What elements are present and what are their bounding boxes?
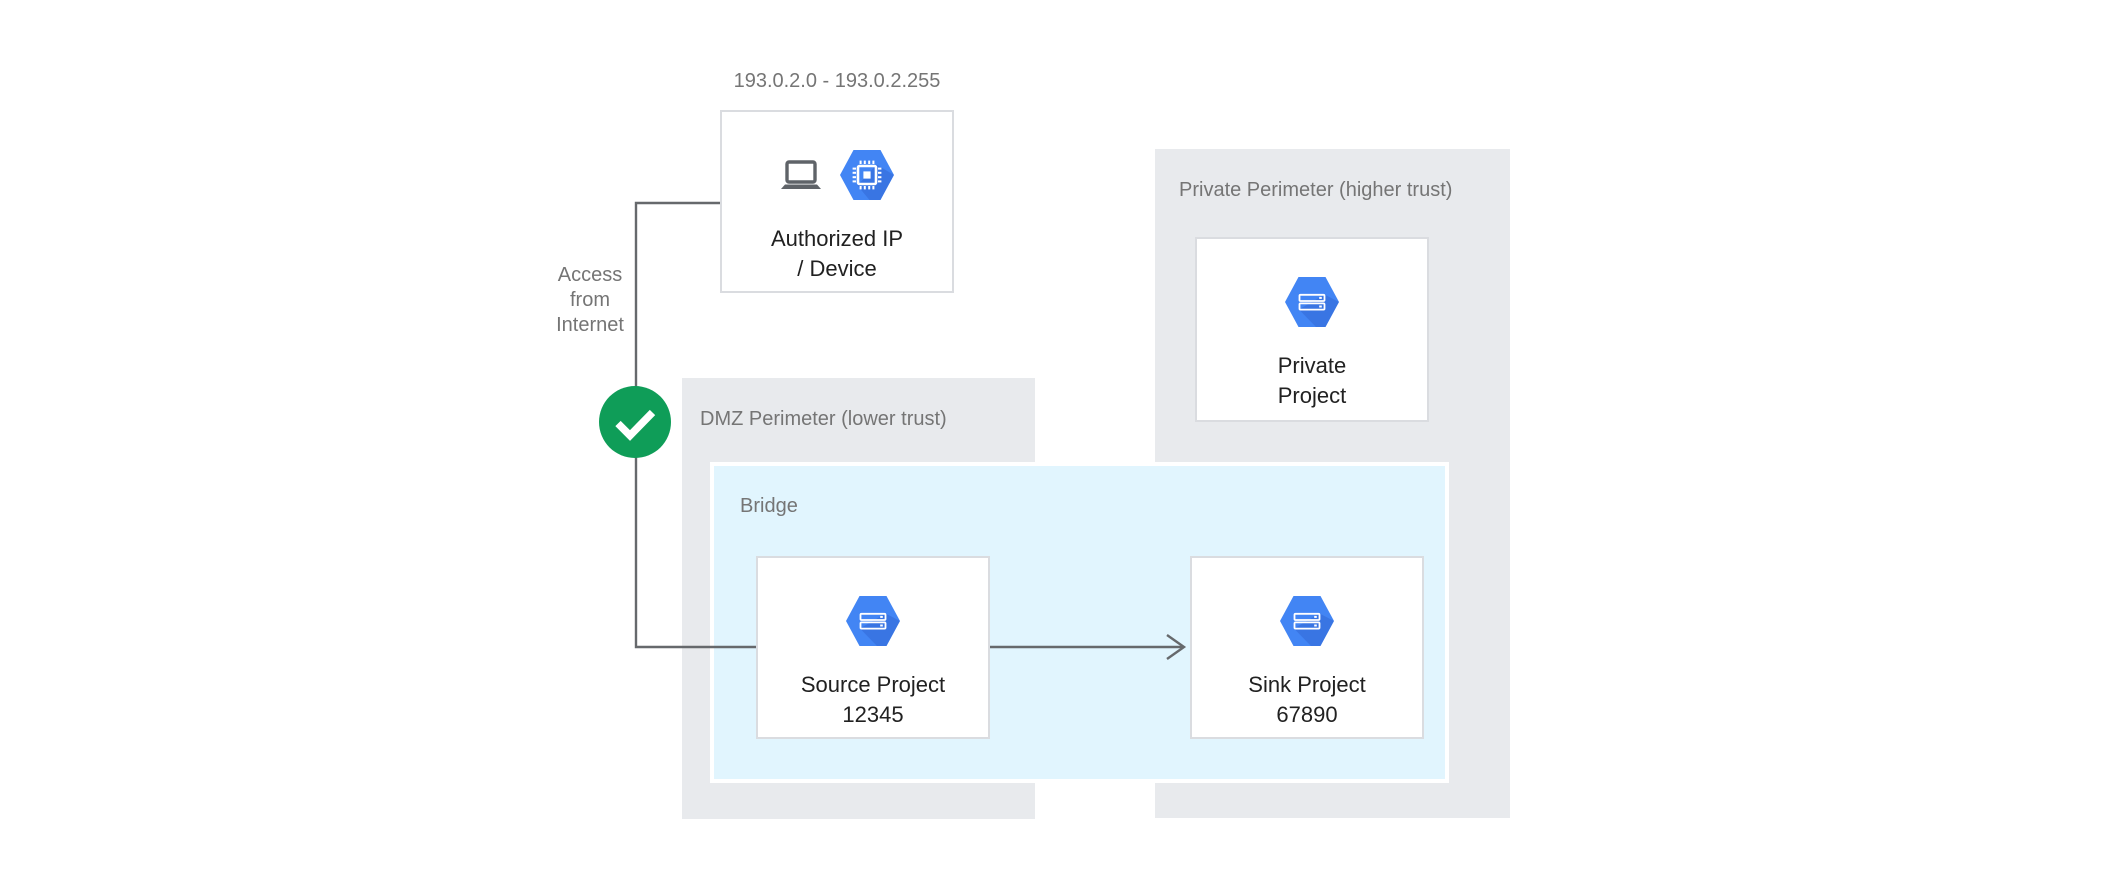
- sink-node-icons: [1280, 596, 1334, 646]
- arrow-right-icon: [1166, 634, 1187, 660]
- sink-node-title: Sink Project 67890: [1248, 670, 1365, 730]
- authorized-title-line1: Authorized IP: [770, 226, 904, 251]
- project-servers-hexagon-icon: [1280, 596, 1334, 646]
- authorized-ip-device-node: Authorized IP / Device: [720, 110, 954, 293]
- authorized-node-icons: [780, 150, 894, 200]
- hexagon-shadow: [1294, 613, 1334, 646]
- check-mark: [615, 409, 656, 441]
- source-title-line1: Source Project: [800, 672, 946, 697]
- laptop-icon: [781, 159, 821, 189]
- chip-pins: [852, 160, 882, 190]
- dmz-perimeter-label: DMZ Perimeter (lower trust): [700, 408, 947, 430]
- source-title-line2: 12345: [842, 702, 904, 727]
- sink-project-node: Sink Project 67890: [1190, 556, 1424, 739]
- chip-core: [863, 171, 871, 179]
- hexagon-shadow: [1299, 294, 1339, 327]
- authorized-node-title: Authorized IP / Device: [771, 224, 903, 284]
- private-title-line1: Private: [1277, 353, 1347, 378]
- sink-title-line2: 67890: [1276, 702, 1338, 727]
- hexagon-shadow: [860, 613, 900, 646]
- private-project-node: Private Project: [1195, 237, 1429, 422]
- sink-title-line1: Sink Project: [1248, 672, 1366, 697]
- source-project-node: Source Project 12345: [756, 556, 990, 739]
- project-servers-hexagon-icon: [846, 596, 900, 646]
- compute-chip-hexagon-icon: [840, 150, 894, 200]
- access-from-internet-label: Access from Internet: [544, 263, 636, 338]
- private-perimeter-label: Private Perimeter (higher trust): [1179, 179, 1453, 201]
- bridge-label: Bridge: [740, 495, 798, 517]
- private-title-line2: Project: [1277, 383, 1347, 408]
- project-servers-hexagon-icon: [1285, 277, 1339, 327]
- access-label-line2: from: [570, 289, 610, 311]
- server-bars: [1293, 612, 1321, 630]
- check-circle-icon: [599, 386, 671, 458]
- access-label-line1: Access: [557, 264, 623, 286]
- check-circle-bg: [599, 386, 671, 458]
- source-node-title: Source Project 12345: [801, 670, 945, 730]
- private-node-icons: [1285, 277, 1339, 327]
- access-label-line3: Internet: [556, 314, 624, 336]
- private-node-title: Private Project: [1278, 351, 1346, 411]
- authorized-title-line2: / Device: [797, 256, 877, 281]
- ip-range-label: 193.0.2.0 - 193.0.2.255: [733, 70, 941, 92]
- source-node-icons: [846, 596, 900, 646]
- chip-outline: [856, 164, 878, 186]
- server-bars: [1298, 293, 1326, 311]
- server-bars: [859, 612, 887, 630]
